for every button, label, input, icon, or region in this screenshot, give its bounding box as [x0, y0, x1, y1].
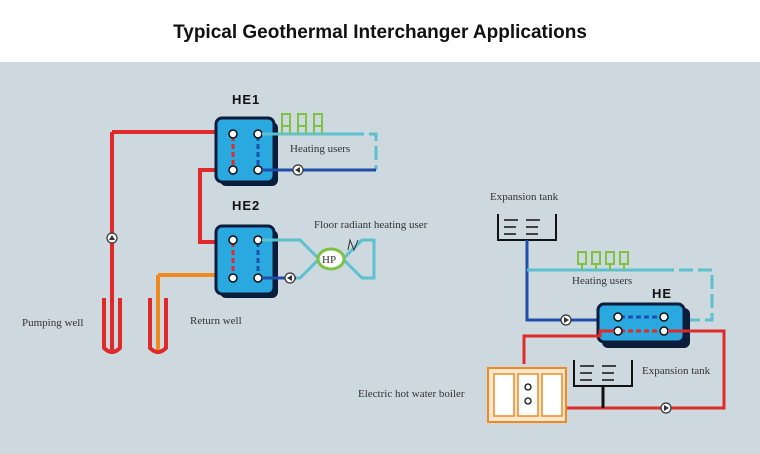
geothermal-diagram: HE1 Heating users HE2 HP Floor radiant h…: [22, 92, 726, 423]
electric-boiler-label: Electric hot water boiler: [358, 388, 465, 400]
expansion-tank-icon-2: [573, 360, 633, 387]
he2-label: HE2: [232, 198, 260, 213]
boiler-pump-arrow-icon: [664, 405, 669, 411]
expansion-tank-label-2: Expansion tank: [642, 365, 711, 377]
he2-pump-arrow-icon: [287, 275, 292, 281]
he1-pump-arrow-icon: [295, 167, 300, 173]
return-well: [148, 298, 168, 354]
he1-label: HE1: [232, 92, 260, 107]
pumping-well: [102, 298, 122, 354]
expansion-tank-icon: [497, 214, 557, 241]
floor-coil-icon: [347, 238, 359, 252]
radiator-icon: [281, 113, 323, 134]
pumping-well-label: Pumping well: [22, 317, 83, 329]
expansion-tank-pipe-1: [525, 240, 598, 322]
boiler-hot-pipe: [522, 329, 614, 364]
heat-exchanger-he1: [214, 116, 278, 186]
heating-users-label-2: Heating users: [572, 275, 632, 287]
hp-label: HP: [322, 254, 336, 266]
hot-pipe-he1-to-he2: [198, 168, 228, 244]
heating-users-label-1: Heating users: [290, 143, 350, 155]
heat-pump-icon: [316, 247, 346, 271]
page-title: Typical Geothermal Interchanger Applicat…: [0, 0, 760, 63]
hot-pipe-main: [112, 130, 232, 134]
boiler-return-pipe: [566, 329, 726, 410]
diagram-panel: [0, 62, 760, 454]
radiator-icon-2: [577, 251, 629, 270]
expansion-tank-label-1: Expansion tank: [490, 191, 559, 203]
pump-arrow-icon: [109, 235, 115, 240]
electric-boiler-icon: [487, 367, 567, 423]
he-label: HE: [652, 286, 672, 301]
heat-exchanger-he: [596, 302, 690, 348]
heat-exchanger-he2: [214, 224, 278, 298]
he-pump-arrow-icon: [564, 317, 569, 323]
he1-supply-pipe-dash: [350, 132, 378, 170]
return-well-label: Return well: [190, 315, 242, 327]
floor-radiant-label: Floor radiant heating user: [314, 219, 428, 231]
he-user-supply-dash: [660, 268, 714, 322]
